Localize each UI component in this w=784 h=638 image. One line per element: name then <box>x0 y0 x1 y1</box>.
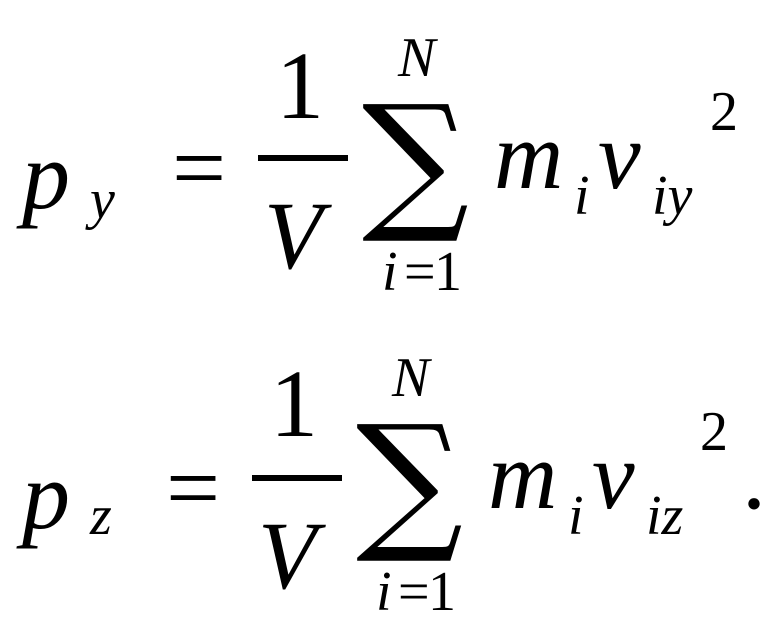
sum-upper-limit: N <box>391 347 432 409</box>
velocity-subscript: iz <box>646 485 684 547</box>
summation-icon: ∑ <box>362 74 469 248</box>
sum-lower-index: i <box>382 241 398 303</box>
equation-pressure-z: p z = 1 V N ∑ i = 1 m i v iz 2 . <box>16 347 766 623</box>
lhs-symbol: p <box>16 122 70 229</box>
fraction-denominator: V <box>258 502 326 609</box>
lhs-subscript: z <box>89 485 112 547</box>
sum-lower-value: 1 <box>434 241 462 303</box>
sum-lower-equals: = <box>404 241 436 303</box>
sum-upper-limit: N <box>397 27 438 89</box>
mass-symbol: m <box>494 102 563 209</box>
velocity-symbol: v <box>592 422 635 529</box>
sum-lower-value: 1 <box>428 561 456 623</box>
fraction-numerator: 1 <box>276 32 324 139</box>
velocity-symbol: v <box>598 102 641 209</box>
exponent: 2 <box>700 401 728 463</box>
fraction-bar <box>252 475 342 481</box>
mass-subscript: i <box>568 485 584 547</box>
lhs-subscript: y <box>85 169 115 231</box>
summation-icon: ∑ <box>356 394 463 568</box>
sum-lower-index: i <box>376 561 392 623</box>
fraction-numerator: 1 <box>270 350 318 457</box>
fraction-denominator: V <box>264 182 332 289</box>
equals-sign: = <box>166 434 220 541</box>
mass-symbol: m <box>488 422 557 529</box>
trailing-period: . <box>742 422 766 529</box>
velocity-subscript: iy <box>652 165 693 227</box>
fraction-bar <box>258 155 348 161</box>
equation-pressure-y: p y = 1 V N ∑ i = 1 m i v iy 2 <box>16 27 738 303</box>
mass-subscript: i <box>574 165 590 227</box>
sum-lower-equals: = <box>398 561 430 623</box>
lhs-symbol: p <box>16 442 70 549</box>
equals-sign: = <box>172 114 226 221</box>
exponent: 2 <box>710 81 738 143</box>
